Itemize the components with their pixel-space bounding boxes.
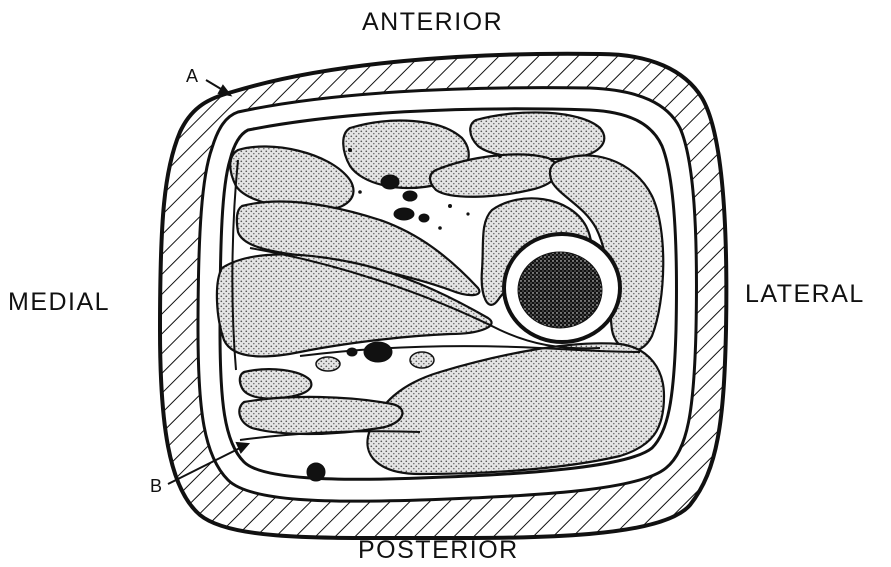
fat-speckle — [498, 154, 502, 158]
posterior-nerve — [410, 352, 434, 368]
anterior-label: ANTERIOR — [362, 8, 503, 37]
bone-marrow — [518, 252, 602, 328]
marker-b-label: B — [150, 476, 162, 497]
medial-label: MEDIAL — [8, 288, 110, 317]
anterior-vessel — [381, 175, 399, 189]
posterior-vessel — [364, 342, 392, 362]
muscle-posterior-medial — [240, 369, 312, 398]
fat-speckle — [466, 212, 469, 215]
marker-a-label: A — [186, 66, 198, 87]
fat-speckle — [358, 190, 362, 194]
anterior-vessel — [419, 214, 429, 222]
muscle-anterior-top-right — [470, 112, 604, 159]
posterior-nerve — [316, 357, 340, 371]
leader-a-arrowhead — [219, 86, 230, 95]
fat-speckle — [348, 148, 352, 152]
anterior-vessel — [394, 208, 414, 220]
posterior-label: POSTERIOR — [358, 536, 519, 565]
anterior-vessel — [403, 191, 417, 201]
posterior-vessel — [347, 348, 357, 356]
fat-speckle — [448, 204, 452, 208]
fat-speckle — [438, 226, 442, 230]
cast-defect-dot — [307, 463, 325, 481]
lateral-label: LATERAL — [745, 280, 865, 309]
muscle-posterior-strip — [239, 397, 402, 434]
